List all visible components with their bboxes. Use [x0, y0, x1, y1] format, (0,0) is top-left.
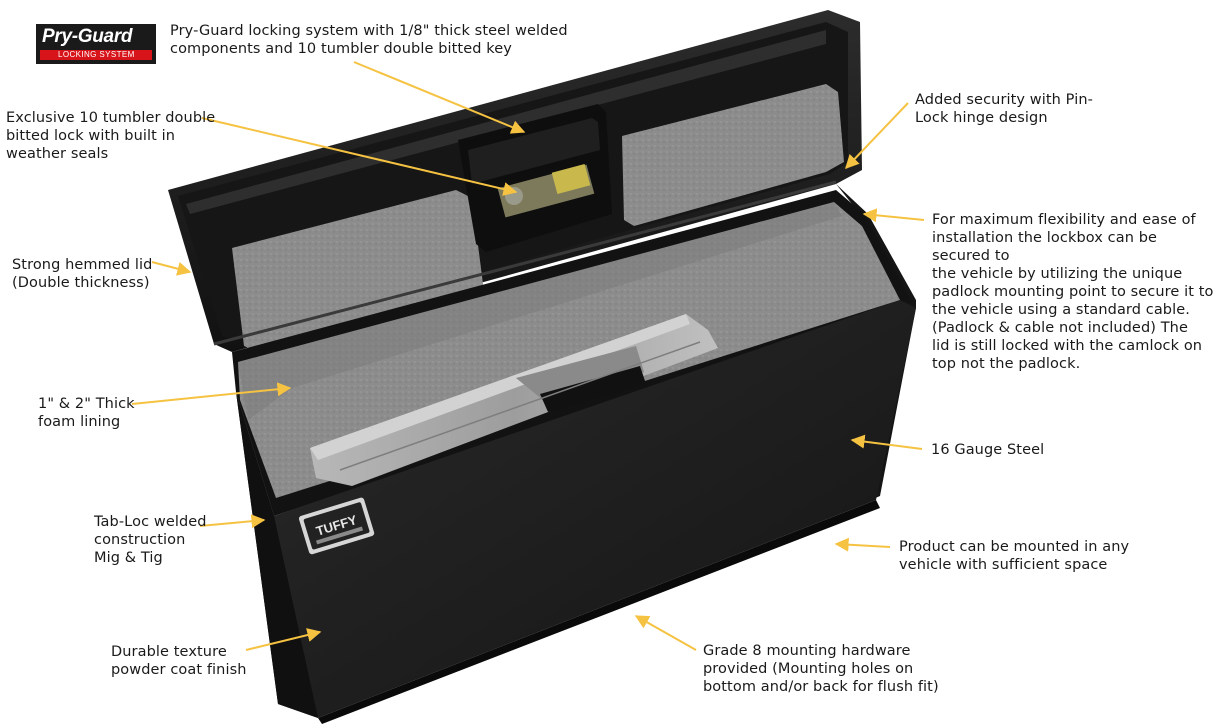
callout-mount: Product can be mounted in any vehicle wi…: [899, 539, 1130, 573]
logo-subtitle: LOCKING SYSTEM: [58, 50, 135, 59]
box-body: TUFFY: [232, 184, 916, 724]
lid-foam-right: [622, 84, 844, 226]
callout-tab-loc: Tab-Loc welded construction Mig & Tig: [94, 514, 207, 566]
callout-padlock: For maximum flexibility and ease of inst…: [932, 212, 1214, 372]
lid-foam-left: [232, 190, 484, 352]
front-panel: [236, 300, 916, 718]
callout-lock: Exclusive 10 tumbler double bitted lock …: [6, 110, 216, 162]
callout-foam: 1" & 2" Thick foam lining: [38, 396, 135, 430]
tuffy-badge: TUFFY: [298, 497, 375, 555]
logo-title: Pry-Guard: [42, 26, 133, 47]
callout-pry-guard: Pry-Guard locking system with 1/8" thick…: [170, 23, 568, 57]
laptop: [310, 314, 718, 486]
callout-powder: Durable texture powder coat finish: [111, 644, 247, 678]
callout-gauge: 16 Gauge Steel: [931, 442, 1045, 458]
callout-hinge: Added security with Pin- Lock hinge desi…: [915, 92, 1093, 126]
callout-hardware: Grade 8 mounting hardware provided (Moun…: [703, 643, 939, 695]
pry-guard-logo: Pry-Guard LOCKING SYSTEM: [36, 24, 156, 64]
callout-hemmed-lid: Strong hemmed lid (Double thickness): [12, 257, 153, 291]
